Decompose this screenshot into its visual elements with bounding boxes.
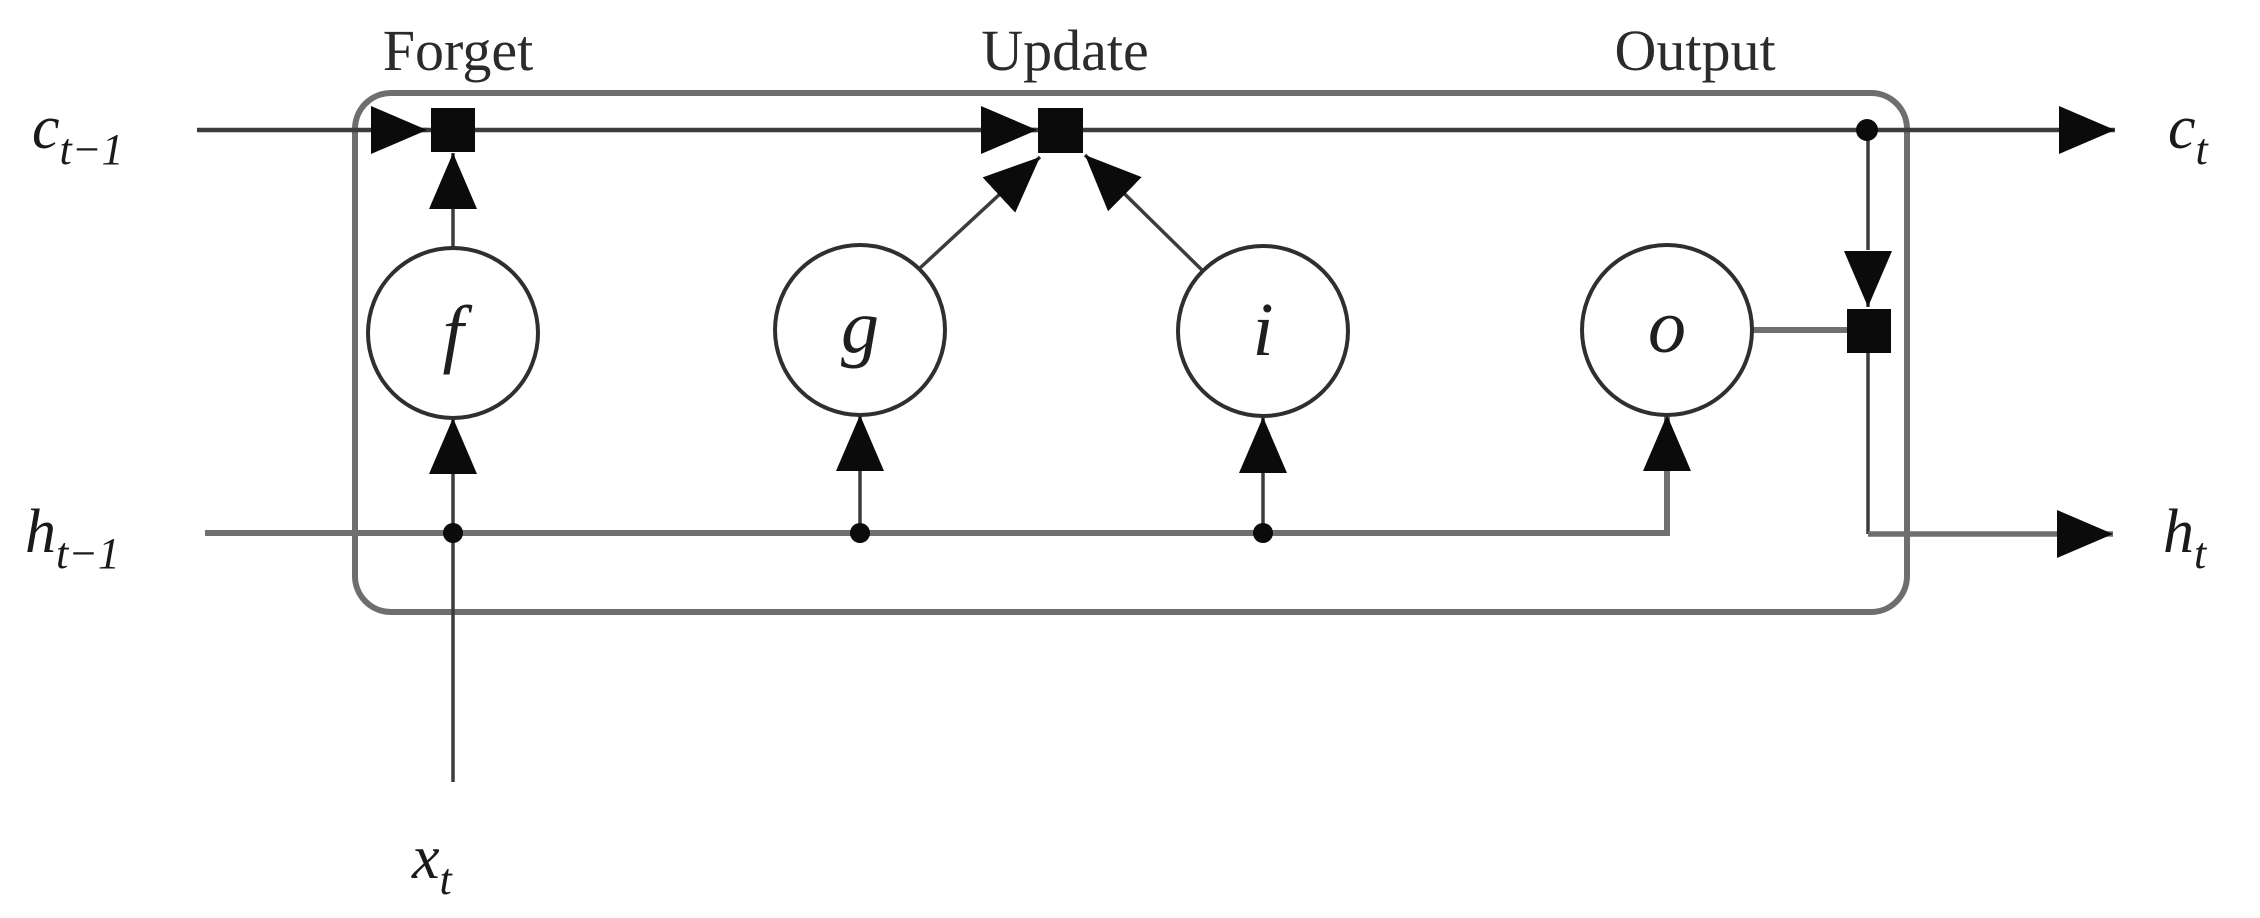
forget-multiply-node <box>431 108 475 152</box>
h-branch-dot-f <box>443 523 463 543</box>
cell-gate-circle <box>773 243 947 417</box>
stage-label-forget: Forget <box>383 18 533 83</box>
cell-branch-dot <box>1856 119 1878 141</box>
h-next-base: h <box>2163 498 2194 566</box>
c-prev-label: ct−1 <box>32 94 123 174</box>
h-next-sub: t <box>2194 529 2208 578</box>
cell-boundary-box <box>352 90 1910 615</box>
stage-label-output: Output <box>1614 18 1775 83</box>
c-prev-base: c <box>32 94 60 162</box>
x-input-label: xt <box>411 824 454 904</box>
c-next-label: ct <box>2168 94 2210 174</box>
c-next-sub: t <box>2196 125 2210 174</box>
x-input-base: x <box>411 824 440 892</box>
h-prev-base: h <box>25 498 56 566</box>
forget-gate-circle <box>366 246 540 420</box>
h-branch-dot-g <box>850 523 870 543</box>
h-next-label: ht <box>2163 498 2208 578</box>
i-to-update-square-arrow <box>1083 153 1206 274</box>
h-prev-sub: t−1 <box>56 529 120 578</box>
hidden-state-line <box>205 415 1691 536</box>
g-to-update-square-arrow <box>918 155 1042 270</box>
stage-label-update: Update <box>981 18 1149 83</box>
output-gate-circle <box>1580 243 1754 417</box>
update-add-node <box>1038 108 1083 153</box>
output-multiply-node <box>1847 309 1891 353</box>
c-next-base: c <box>2168 94 2196 162</box>
output-gate-label: o <box>1648 285 1686 369</box>
input-gate-label: i <box>1252 288 1273 372</box>
c-prev-sub: t−1 <box>60 125 124 174</box>
cell-gate-label: g <box>841 285 879 369</box>
h-prev-label: ht−1 <box>25 498 120 578</box>
x-input-sub: t <box>440 855 454 904</box>
input-gate-circle <box>1176 244 1350 418</box>
h-branch-dot-i <box>1253 523 1273 543</box>
